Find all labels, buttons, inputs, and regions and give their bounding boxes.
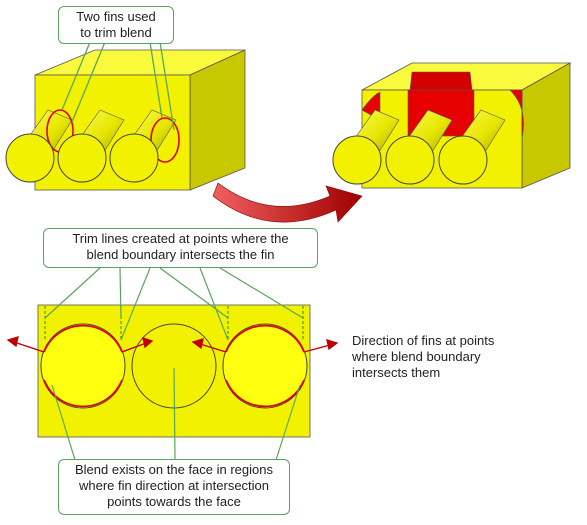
cylinder-right — [109, 109, 180, 183]
block-before-trim — [5, 49, 246, 191]
trim-lines-callout-line-1: Trim lines created at points where the — [72, 231, 289, 246]
trim-lines-callout: Trim lines created at points where the b… — [43, 228, 318, 268]
fins-callout-line-1: Two fins used — [76, 9, 156, 24]
blend-exists-callout-line-3: points towards the face — [107, 494, 241, 509]
direction-note-line-2: where blend boundary — [352, 349, 481, 364]
fins-leader-lines — [61, 41, 175, 131]
trim-leader-lines — [44, 267, 304, 341]
trim-lines-callout-line-2: blend boundary intersects the fin — [86, 247, 275, 262]
blend-leader-lines — [51, 367, 301, 461]
block-after-trim — [332, 62, 572, 189]
cylinder-left — [5, 109, 74, 183]
blend-exists-callout: Blend exists on the face in regions wher… — [58, 459, 290, 515]
cylinder-middle — [57, 109, 125, 183]
fin-direction-arrows — [6, 336, 339, 353]
direction-note-line-1: Direction of fins at points — [352, 333, 495, 348]
fins-callout: Two fins used to trim blend — [58, 6, 174, 44]
direction-note-line-3: intersects them — [352, 365, 441, 380]
blend-exists-callout-line-1: Blend exists on the face in regions — [74, 462, 273, 477]
transition-arrow — [212, 182, 363, 223]
direction-note: Direction of fins at points where blend … — [352, 333, 572, 381]
blend-exists-callout-line-2: where fin direction at intersection — [78, 478, 270, 493]
fins-callout-line-2: to trim blend — [80, 25, 152, 40]
